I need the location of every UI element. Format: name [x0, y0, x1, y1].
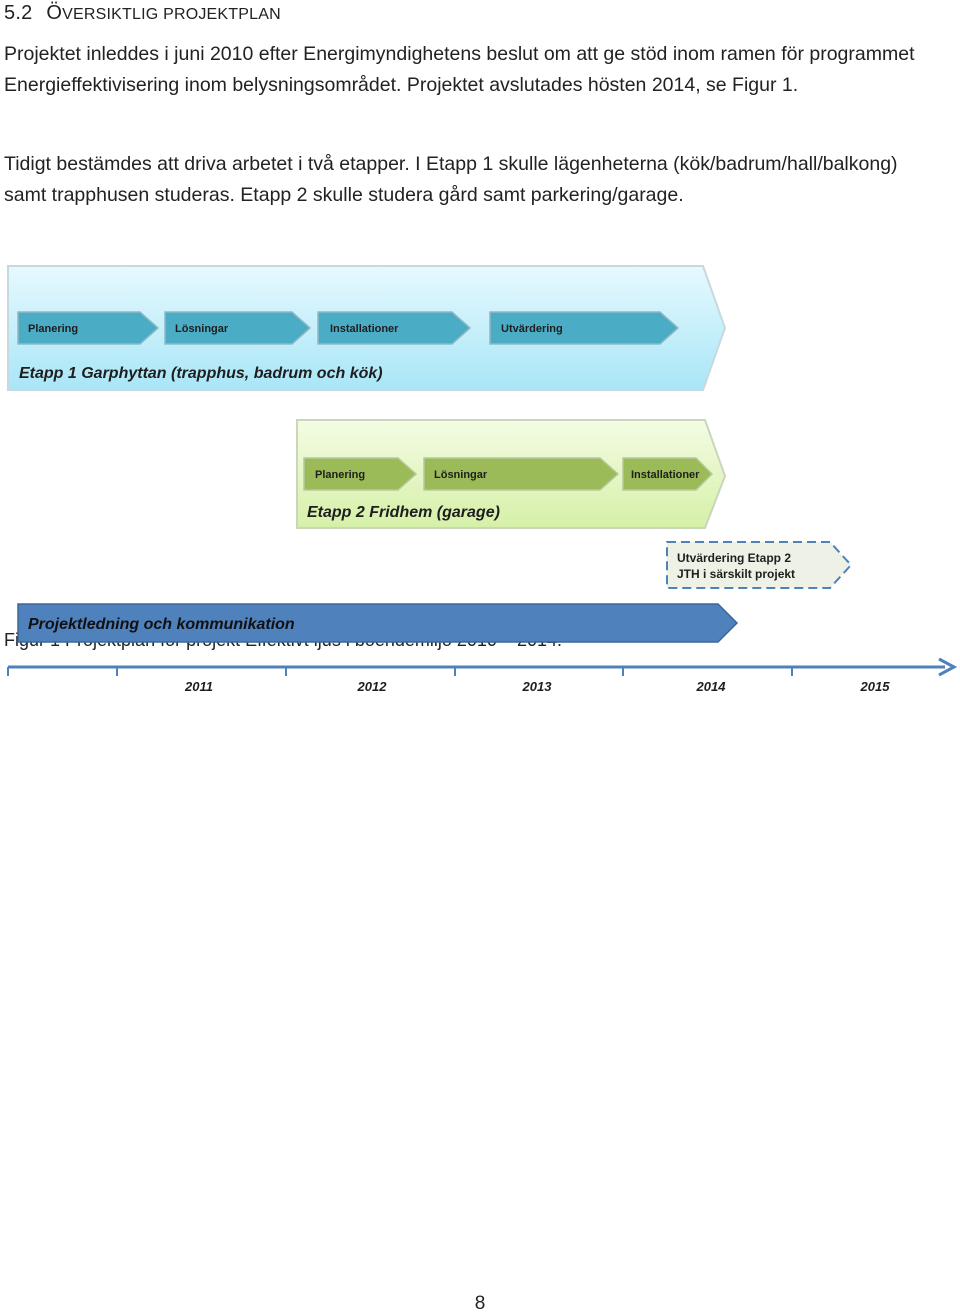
etapp2-step-losningar-label: Lösningar — [434, 469, 488, 481]
etapp2-step-planering — [303, 457, 418, 491]
etapp1-step-installationer — [317, 311, 472, 345]
project-plan-figure: Planering Lösningar Installationer Utvär… — [0, 250, 960, 720]
timeline-year-2011: 2011 — [184, 679, 213, 694]
section-title-rest: VERSIKTLIG PROJEKTPLAN — [62, 6, 281, 23]
section-title-initial: Ö — [46, 2, 63, 24]
timeline-year-2012: 2012 — [357, 679, 388, 694]
etapp2-step-planering-label: Planering — [315, 469, 365, 481]
evaluation-line1: Utvärdering Etapp 2 — [677, 551, 791, 565]
timeline-year-2015: 2015 — [860, 679, 891, 694]
page-number: 8 — [474, 1293, 486, 1314]
paragraph-intro: Projektet inleddes i juni 2010 efter Ene… — [4, 43, 915, 96]
etapp2-title: Etapp 2 Fridhem (garage) — [307, 504, 500, 521]
etapp2-step-losningar — [423, 457, 620, 491]
section-number: 5.2 — [4, 2, 33, 24]
lead-bar-label: Projektledning och kommunikation — [28, 616, 295, 633]
etapp2-evaluation-box — [666, 541, 853, 589]
etapp1-step-losningar-label: Lösningar — [175, 323, 229, 335]
etapp2-step-installationer-label: Installationer — [631, 469, 700, 481]
etapp1-step-utvardering — [489, 311, 680, 345]
lead-bar — [17, 603, 739, 643]
evaluation-line2: JTH i särskilt projekt — [677, 567, 795, 581]
etapp1-step-planering-label: Planering — [28, 323, 78, 335]
section-heading: 5.2 ÖVERSIKTLIG PROJEKTPLAN — [4, 2, 281, 25]
etapp1-title: Etapp 1 Garphyttan (trapphus, badrum och… — [19, 365, 383, 382]
timeline-year-2013: 2013 — [522, 679, 553, 694]
timeline-arrow-icon — [938, 657, 958, 677]
timeline-year-2014: 2014 — [696, 679, 727, 694]
etapp1-step-installationer-label: Installationer — [330, 323, 399, 335]
paragraph-stages: Tidigt bestämdes att driva arbetet i två… — [4, 153, 898, 206]
etapp1-step-planering — [17, 311, 160, 345]
etapp1-step-utvardering-label: Utvärdering — [501, 323, 563, 335]
etapp2-step-installationer — [622, 457, 714, 491]
etapp1-step-losningar — [164, 311, 312, 345]
